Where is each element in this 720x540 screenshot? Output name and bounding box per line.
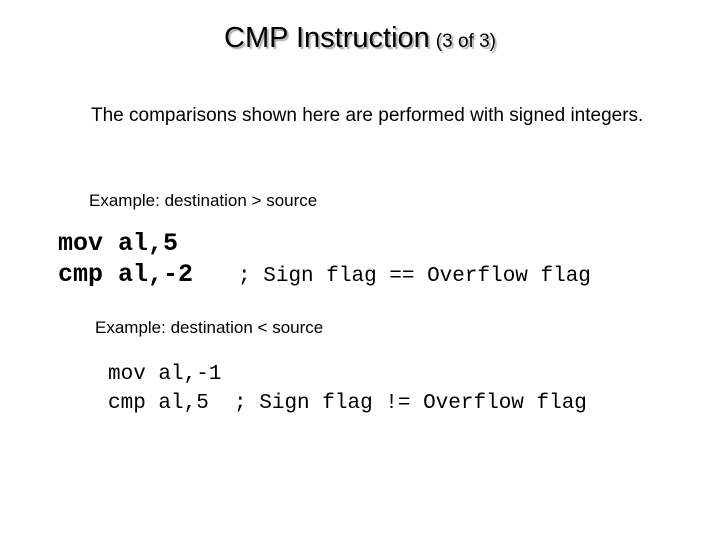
code-instruction: cmp al,5 [108, 392, 209, 415]
example1-heading: Example: destination > source [89, 191, 318, 210]
code-line: mov al,5 [58, 229, 179, 258]
code-line: mov al,-1 [108, 363, 222, 386]
code-comment: ; Sign flag == Overflow flag [238, 265, 591, 288]
code-line: cmp al,5 ; Sign flag != Overflow flag [108, 389, 587, 418]
slide-title: CMP Instruction(3 of 3) [0, 22, 720, 55]
example2-heading: Example: destination < source [95, 318, 324, 337]
title-main: CMP Instruction [224, 22, 430, 54]
code-instruction: cmp al,-2 [58, 260, 194, 289]
example2-code: mov al,-1 cmp al,5 ; Sign flag != Overflo… [108, 360, 587, 418]
code-comment: ; Sign flag != Overflow flag [234, 392, 587, 415]
intro-text: The comparisons shown here are performed… [91, 105, 644, 126]
code-line: cmp al,-2 ; Sign flag == Overflow flag [58, 259, 591, 292]
title-subtitle: (3 of 3) [435, 31, 496, 52]
